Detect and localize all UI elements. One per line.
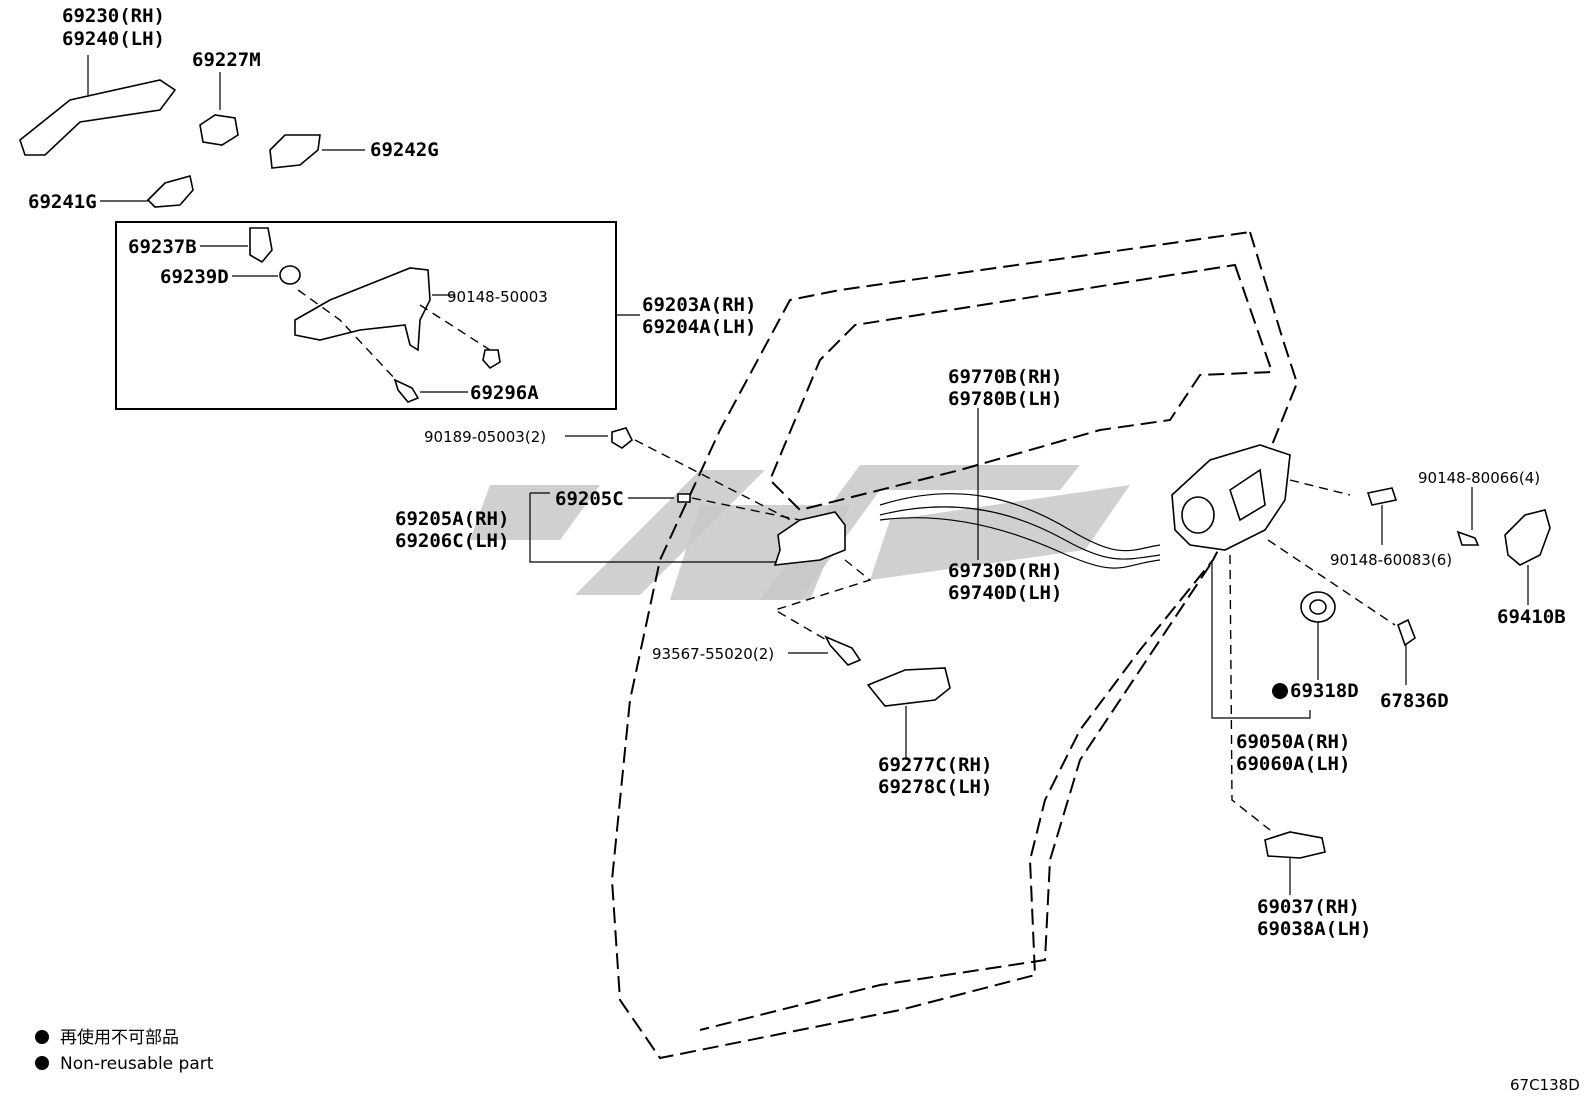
- legend-dot-2: [35, 1056, 49, 1070]
- grommet-69239d-part: [232, 265, 301, 285]
- bolt-90148-50003-part: [432, 294, 501, 370]
- label-69050a: 69050A(RH): [1236, 731, 1350, 753]
- cap-69237b-part: [200, 227, 273, 264]
- label-69205a: 69205A(RH): [395, 508, 509, 530]
- legend-english: Non-reusable part: [60, 1054, 214, 1074]
- label-90148-80066: 90148-80066(4): [1418, 469, 1540, 487]
- ring-69318d-part: [1272, 591, 1336, 699]
- door-lock-assembly-part: [1171, 444, 1396, 831]
- inside-handle-part: [529, 492, 872, 646]
- cap-69227m-part: [199, 72, 239, 146]
- label-69204a: 69204A(LH): [642, 316, 756, 338]
- label-93567-55020: 93567-55020(2): [652, 645, 774, 663]
- label-69239d: 69239D: [160, 266, 229, 288]
- diagram-code: 67C138D: [1510, 1076, 1580, 1094]
- screw-93567-part: [788, 635, 862, 666]
- handle-frame-part: [294, 267, 491, 396]
- pad-69241g-part: [100, 175, 194, 208]
- door-outline: [610, 230, 1299, 1060]
- label-69205c: 69205C: [555, 488, 624, 510]
- label-69296a: 69296A: [470, 382, 539, 404]
- legend: 再使用不可部品 Non-reusable part: [35, 1027, 214, 1074]
- label-90148-60083: 90148-60083(6): [1330, 551, 1452, 569]
- pad-67836d-part: [1397, 618, 1416, 685]
- label-69242g: 69242G: [370, 139, 439, 161]
- label-69277c: 69277C(RH): [878, 754, 992, 776]
- label-90189-05003: 90189-05003(2): [424, 428, 546, 446]
- outer-handle-part: [19, 55, 177, 156]
- pin-69205c-part: [628, 493, 801, 521]
- label-69318d: 69318D: [1290, 680, 1359, 702]
- label-67836d: 67836D: [1380, 690, 1449, 712]
- label-69203a: 69203A(RH): [642, 294, 756, 316]
- legend-dot-1: [35, 1030, 49, 1044]
- label-69206c: 69206C(LH): [395, 530, 509, 552]
- label-90148-50003: 90148-50003: [447, 288, 548, 306]
- label-69037: 69037(RH): [1257, 896, 1360, 918]
- pad-69242g-part: [269, 134, 365, 169]
- non-reusable-mark: [1272, 683, 1288, 699]
- label-69410b: 69410B: [1497, 606, 1566, 628]
- label-69038a: 69038A(LH): [1257, 918, 1371, 940]
- label-69240: 69240(LH): [62, 28, 165, 50]
- lock-cables-part: [879, 408, 1161, 569]
- striker-69410b-part: [1504, 509, 1551, 605]
- screw-90148-80066-part: [1456, 487, 1480, 546]
- lock-cover-69037-part: [1264, 831, 1326, 895]
- label-69241g: 69241G: [28, 191, 97, 213]
- label-69740d: 69740D(LH): [948, 582, 1062, 604]
- label-69060a: 69060A(LH): [1236, 753, 1350, 775]
- watermark: [470, 465, 1130, 600]
- label-69730d: 69730D(RH): [948, 560, 1062, 582]
- clip-90189-part: [565, 427, 821, 536]
- screw-69296a-part: [393, 378, 468, 403]
- label-69237b: 69237B: [128, 236, 197, 258]
- screw-90148-60083-part: [1366, 487, 1398, 545]
- cover-69277c-part: [866, 667, 951, 760]
- legend-japanese: 再使用不可部品: [60, 1027, 179, 1048]
- label-69780b: 69780B(LH): [948, 388, 1062, 410]
- label-69227m: 69227M: [192, 49, 261, 71]
- label-69230: 69230(RH): [62, 5, 165, 27]
- label-69278c: 69278C(LH): [878, 776, 992, 798]
- label-69770b: 69770B(RH): [948, 366, 1062, 388]
